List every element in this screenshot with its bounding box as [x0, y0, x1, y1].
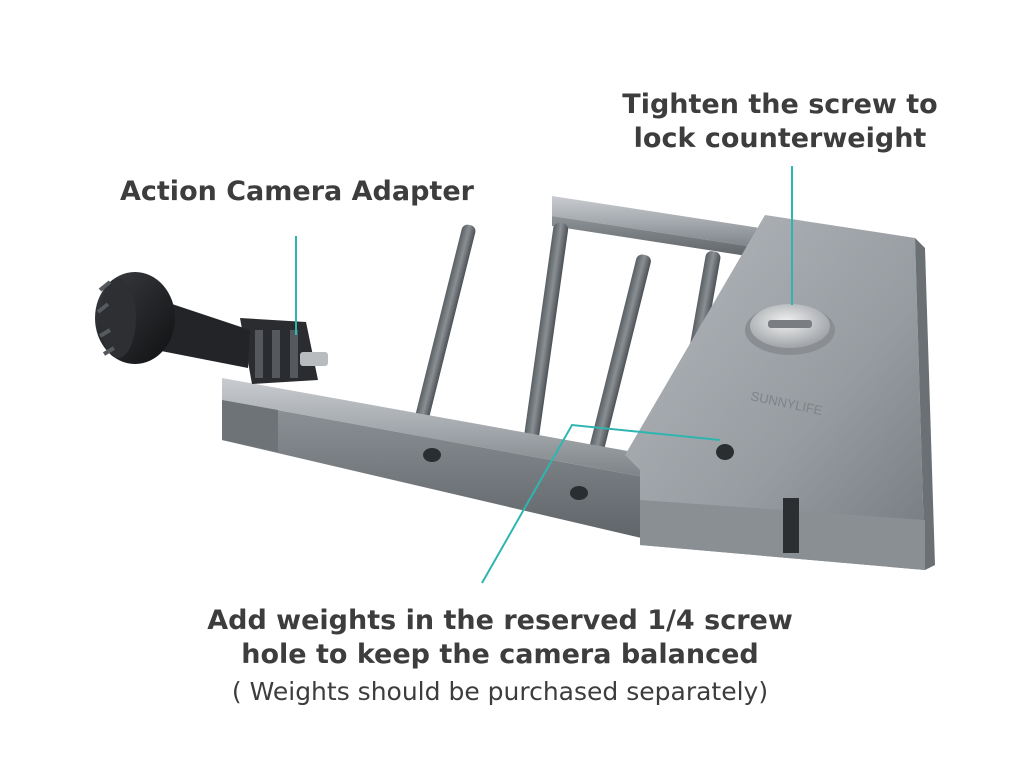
weights-callout-line2: hole to keep the camera balanced	[241, 638, 759, 670]
bottom-rail	[222, 378, 650, 540]
weights-callout-line1: Add weights in the reserved 1/4 screw	[207, 605, 793, 636]
screw-callout-line2: lock counterweight	[633, 122, 927, 154]
screw-callout-line1: Tighten the screw to	[622, 89, 938, 120]
weights-callout: Add weights in the reserved 1/4 screw ho…	[150, 604, 850, 672]
counterweight-clamp: SUNNYLIFE	[625, 215, 935, 570]
leader-lines	[295, 166, 793, 584]
top-rail	[552, 196, 760, 258]
adapter-callout: Action Camera Adapter	[120, 176, 474, 207]
counterweight-screw-icon	[745, 304, 835, 355]
screw-hole	[423, 448, 441, 462]
reserved-screw-hole	[716, 444, 734, 460]
weights-note: ( Weights should be purchased separately…	[231, 677, 769, 706]
leader-line-weights	[481, 423, 721, 584]
screw-callout: Tighten the screw to lock counterweight	[620, 88, 940, 156]
action-camera-adapter	[156, 300, 328, 384]
screw-knob-icon	[95, 272, 175, 364]
screw-hole	[570, 486, 588, 500]
